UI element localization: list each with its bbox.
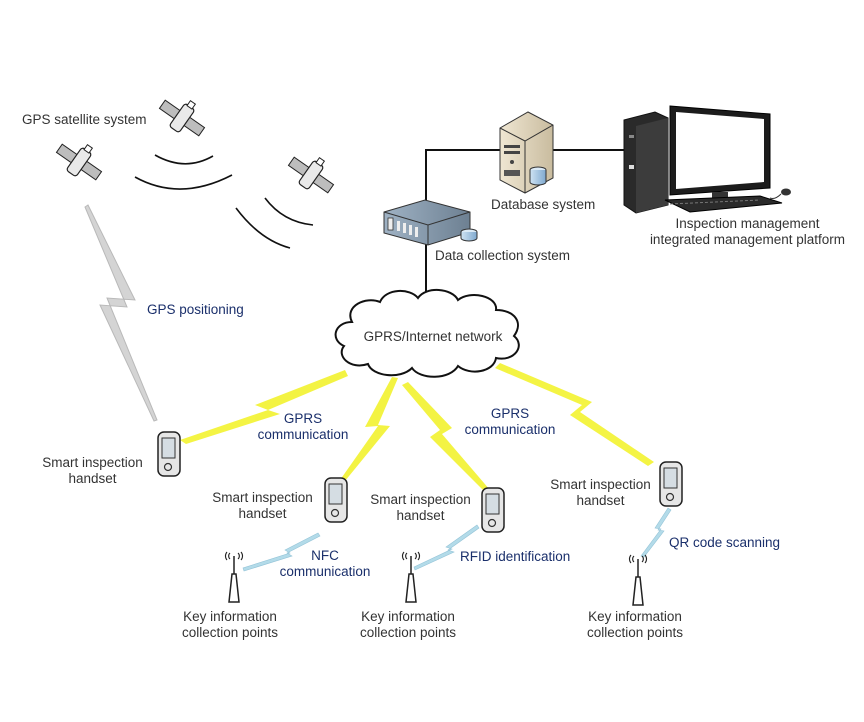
gps-positioning-bolt [84, 204, 158, 422]
handset-label: Smart inspection handset [200, 490, 325, 522]
handset-label: Smart inspection handset [538, 477, 663, 509]
cloud-network-icon [334, 289, 520, 378]
handset-label: Smart inspection handset [30, 455, 155, 487]
platform-label-line1: Inspection management [675, 216, 820, 231]
gprs-communication-label: GPRS communication [455, 406, 565, 438]
handset-icon [324, 477, 348, 523]
wired-connections [425, 149, 628, 300]
desktop-computer-icon [623, 105, 791, 214]
antenna-icon [224, 551, 244, 603]
gprs-label-line2: communication [257, 427, 349, 442]
collection-point-label-line1: Key information [361, 609, 455, 624]
collection-point-label: Key information collection points [565, 609, 705, 641]
signal-arcs [134, 154, 314, 249]
platform-label: Inspection management integrated managem… [640, 216, 855, 248]
handset-label-line2: handset [396, 508, 445, 523]
network-label: GPRS/Internet network [363, 329, 503, 344]
handset-label-line2: handset [238, 506, 287, 521]
nfc-communication-label: NFC communication [270, 548, 380, 580]
collection-point-label-line2: collection points [586, 625, 684, 640]
nfc-label-line1: NFC [311, 548, 339, 563]
data-collection-rack-icon [383, 199, 478, 246]
gprs-label-line1: GPRS [283, 411, 323, 426]
short-range-bolts [242, 507, 672, 572]
collection-point-label-line1: Key information [183, 609, 277, 624]
gprs-bolt-left [180, 370, 348, 444]
handset-label: Smart inspection handset [358, 492, 483, 524]
gprs-bolts [180, 363, 654, 492]
gprs-bolt-center-right [402, 382, 490, 492]
database-label: Database system [491, 197, 596, 212]
gprs-bolt-right [495, 363, 654, 466]
collection-point-label: Key information collection points [160, 609, 300, 641]
rfid-identification-label: RFID identification [460, 549, 571, 564]
handset-label-line2: handset [68, 471, 117, 486]
collection-point-label: Key information collection points [338, 609, 478, 641]
handset-label-line1: Smart inspection [212, 490, 313, 505]
data-collection-label: Data collection system [435, 248, 571, 263]
antenna-icon [628, 554, 648, 606]
gprs-label-line2: communication [464, 422, 556, 437]
handset-icon [659, 461, 683, 507]
gprs-label-line1: GPRS [490, 406, 530, 421]
line-collection-to-database [425, 149, 500, 300]
handset-label-line1: Smart inspection [370, 492, 471, 507]
handset-icon [157, 431, 181, 477]
nfc-label-line2: communication [279, 564, 371, 579]
handset-label-line1: Smart inspection [42, 455, 143, 470]
gps-positioning-label: GPS positioning [147, 302, 244, 317]
collection-point-label-line2: collection points [181, 625, 279, 640]
qr-code-scanning-label: QR code scanning [669, 535, 781, 550]
gprs-bolt-center-left [340, 377, 398, 481]
nfc-bolt [242, 532, 321, 572]
gps-satellite-label: GPS satellite system [22, 112, 147, 127]
satellite-icon [55, 143, 103, 181]
database-server-icon [499, 111, 554, 194]
handset-label-line1: Smart inspection [550, 477, 651, 492]
collection-point-label-line2: collection points [359, 625, 457, 640]
rfid-bolt [413, 524, 480, 571]
collection-point-label-line1: Key information [588, 609, 682, 624]
platform-label-line2: integrated management platform [649, 232, 846, 247]
handset-label-line2: handset [576, 493, 625, 508]
handset-icon [481, 487, 505, 533]
qr-bolt [640, 507, 672, 558]
satellite-icon [287, 156, 335, 194]
satellite-icon [158, 99, 206, 137]
antenna-icon [401, 551, 421, 603]
gprs-communication-label: GPRS communication [248, 411, 358, 443]
